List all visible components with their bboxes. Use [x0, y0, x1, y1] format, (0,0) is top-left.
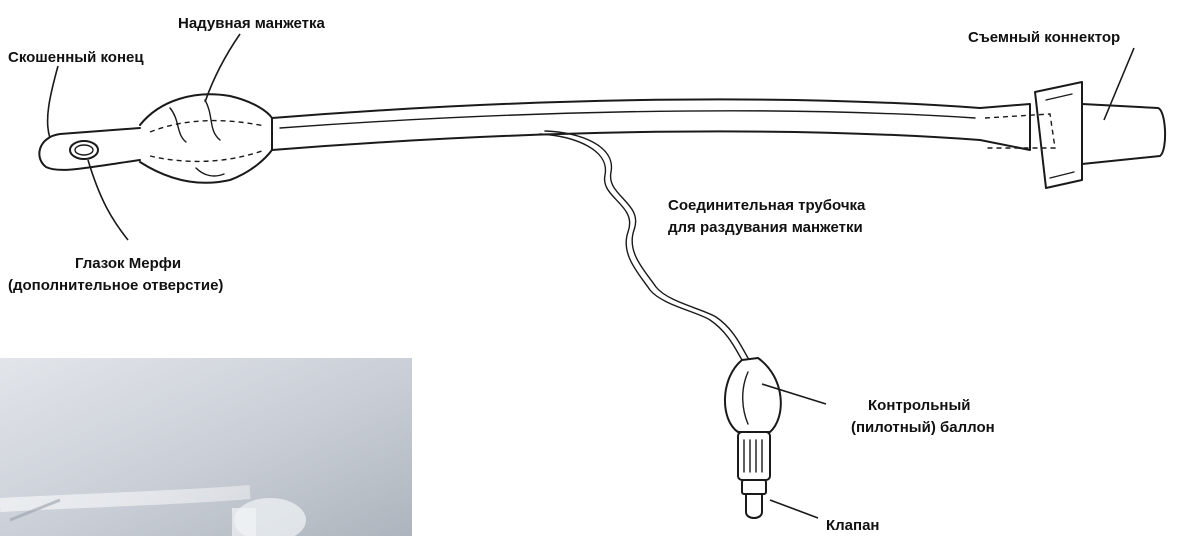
tube-body — [272, 99, 980, 150]
inflation-line-label-line2: для раздувания манжетки — [668, 219, 863, 236]
pilot-balloon-label-line1: Контрольный — [868, 397, 971, 414]
murphy-eye-label-line1: Глазок Мерфи — [75, 255, 181, 272]
murphy-eye-label-line2: (дополнительное отверстие) — [8, 277, 223, 294]
inflation-line — [540, 131, 748, 360]
removable-connector — [980, 82, 1165, 188]
pilot-balloon — [725, 358, 781, 432]
valve — [738, 432, 770, 518]
inflation-line-label-line1: Соединительная трубочка — [668, 197, 866, 214]
cuff-label: Надувная манжетка — [178, 15, 326, 32]
connector-label: Съемный коннектор — [968, 29, 1120, 46]
tube-photo-inset — [0, 358, 412, 536]
murphy-eye — [70, 141, 98, 159]
valve-label: Клапан — [826, 517, 880, 534]
inflatable-cuff — [140, 94, 272, 183]
pilot-balloon-label-line2: (пилотный) баллон — [851, 419, 995, 436]
beveled-tip-label: Скошенный конец — [8, 49, 144, 66]
